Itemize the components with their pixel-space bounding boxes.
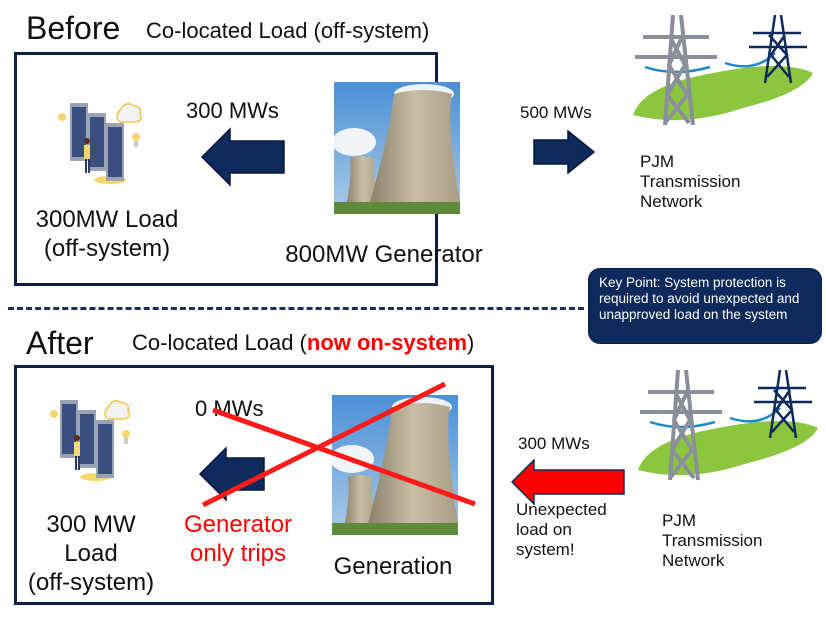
- after-load-label-line2: Load: [64, 540, 118, 567]
- before-load-label: 300MW Load (off-system): [22, 205, 192, 263]
- generator-trip-note-line2: only trips: [189, 540, 287, 567]
- after-frame: [14, 365, 494, 605]
- after-flow-from-grid: 300 MWs: [518, 434, 590, 453]
- key-point-callout: Key Point: System protection is required…: [588, 268, 822, 344]
- data-center-icon: [46, 392, 146, 482]
- before-grid-label-line2: Transmission: [640, 172, 741, 191]
- after-heading: After: [26, 325, 94, 361]
- after-subheading-prefix: Co-located Load (: [132, 330, 307, 355]
- before-load-label-line1: 300MW Load: [35, 206, 179, 233]
- before-grid-label-line3: Network: [640, 192, 703, 211]
- before-load-label-line2: (off-system): [43, 235, 171, 262]
- after-load-label-line1: 300 MW: [46, 511, 136, 538]
- before-heading: Before: [26, 10, 121, 46]
- after-subheading-suffix: ): [467, 330, 475, 355]
- before-generator-label: 800MW Generator: [285, 241, 483, 268]
- before-flow-to-load: 300 MWs: [186, 98, 279, 123]
- before-flow-to-grid: 500 MWs: [520, 103, 592, 122]
- cooling-tower-photo: [332, 395, 458, 535]
- before-grid-label: PJM Transmission Network: [640, 152, 740, 212]
- unexpected-load-note-line2: load on: [516, 520, 572, 539]
- unexpected-load-note-line3: system!: [516, 540, 575, 559]
- before-grid-label-line1: PJM: [640, 152, 674, 171]
- cooling-tower-photo: [334, 82, 460, 214]
- before-arrow-to-load: [200, 127, 286, 187]
- after-load-label-line3: (off-system): [27, 569, 155, 596]
- after-grid-label-line2: Transmission: [662, 531, 763, 550]
- after-subheading-highlight: now on-system: [306, 330, 468, 355]
- unexpected-load-arrow: [510, 459, 626, 505]
- after-grid-label-line1: PJM: [662, 511, 696, 530]
- generator-tripped-cross-icon: [195, 380, 480, 510]
- transmission-towers-icon: [630, 370, 825, 495]
- generator-trip-note-line1: Generator: [183, 511, 293, 538]
- unexpected-load-note: Unexpected load on system!: [516, 500, 607, 560]
- before-subheading: Co-located Load (off-system): [146, 18, 430, 43]
- after-load-label: 300 MW Load (off-system): [20, 510, 162, 597]
- after-generator-label: Generation: [333, 553, 453, 580]
- unexpected-load-note-line1: Unexpected: [516, 500, 607, 519]
- after-grid-label-line3: Network: [662, 551, 725, 570]
- transmission-towers-icon: [625, 15, 820, 140]
- before-arrow-to-grid: [532, 130, 596, 174]
- generator-trip-note: Generator only trips: [168, 510, 308, 568]
- after-grid-label: PJM Transmission Network: [662, 511, 762, 571]
- data-center-icon: [50, 95, 150, 185]
- section-divider: [8, 307, 584, 310]
- after-subheading: Co-located Load (now on-system): [132, 332, 474, 354]
